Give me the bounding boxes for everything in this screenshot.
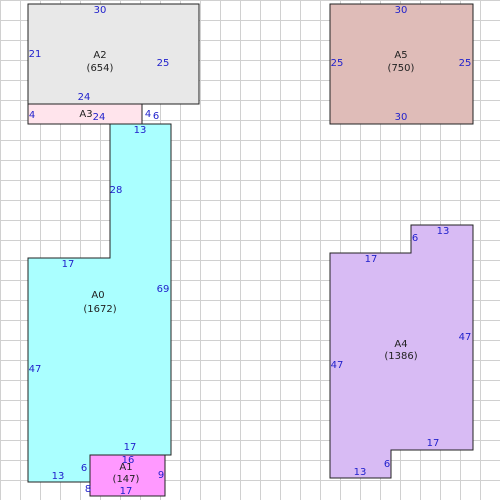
area-a4-shape[interactable] <box>329 224 474 479</box>
area-a4-dimension: 13 <box>354 467 367 478</box>
area-a2-name: A2 <box>93 50 106 61</box>
area-a2-dimension: 24 <box>78 92 91 103</box>
area-a1-value: (147) <box>113 474 140 485</box>
area-a1-dimension: 17 <box>120 486 133 497</box>
area-a4-dimension: 17 <box>365 254 378 265</box>
area-a4-name: A4 <box>394 339 407 350</box>
area-a0-dimension: 69 <box>157 284 170 295</box>
area-a2-dimension: 25 <box>157 58 170 69</box>
area-a5-value: (750) <box>388 63 415 74</box>
area-a4-dimension: 47 <box>459 332 472 343</box>
area-a4-dimension: 47 <box>331 360 344 371</box>
area-shapes <box>27 3 474 497</box>
area-a5-name: A5 <box>394 50 407 61</box>
area-a5-dimension: 30 <box>395 5 408 16</box>
area-a0-value: (1672) <box>83 304 116 315</box>
area-a0-dimension: 17 <box>62 259 75 270</box>
area-a2-value: (654) <box>87 63 114 74</box>
area-a4-value: (1386) <box>384 351 417 362</box>
area-a2-dimension: 6 <box>153 111 159 122</box>
area-a1-dimension: 16 <box>122 455 135 466</box>
area-a0-dimension: 47 <box>29 364 42 375</box>
area-a0-shape[interactable] <box>27 123 172 483</box>
area-a2-dimension: 21 <box>29 49 42 60</box>
area-a0-dimension: 13 <box>52 471 65 482</box>
area-a4-dimension: 17 <box>427 438 440 449</box>
area-a5-dimension: 25 <box>331 58 344 69</box>
area-a3-dimension: 4 <box>145 109 151 120</box>
area-a3-dimension: 4 <box>29 110 35 121</box>
area-a5-dimension: 30 <box>395 112 408 123</box>
area-a3-dimension: 24 <box>93 112 106 123</box>
area-a2-shape[interactable] <box>27 3 200 105</box>
area-a0-name: A0 <box>91 290 104 301</box>
area-a0-dimension: 17 <box>124 442 137 453</box>
area-a3-name: A3 <box>79 109 92 120</box>
area-a3-shape[interactable] <box>27 103 143 125</box>
area-a0-dimension: 28 <box>110 185 123 196</box>
area-a0-dimension: 13 <box>134 125 147 136</box>
area-a1-dimension: 8 <box>85 484 91 495</box>
area-a2-dimension: 30 <box>94 5 107 16</box>
area-a1-name: A1 <box>119 462 132 473</box>
area-a4-dimension: 13 <box>437 226 450 237</box>
area-a1-dimension: 9 <box>158 470 164 481</box>
area-a4-dimension: 6 <box>384 459 390 470</box>
area-a1-shape[interactable] <box>89 454 166 497</box>
area-a0-dimension: 6 <box>81 463 87 474</box>
area-a5-shape[interactable] <box>329 3 474 125</box>
area-a5-dimension: 25 <box>459 58 472 69</box>
area-a4-dimension: 6 <box>412 233 418 244</box>
